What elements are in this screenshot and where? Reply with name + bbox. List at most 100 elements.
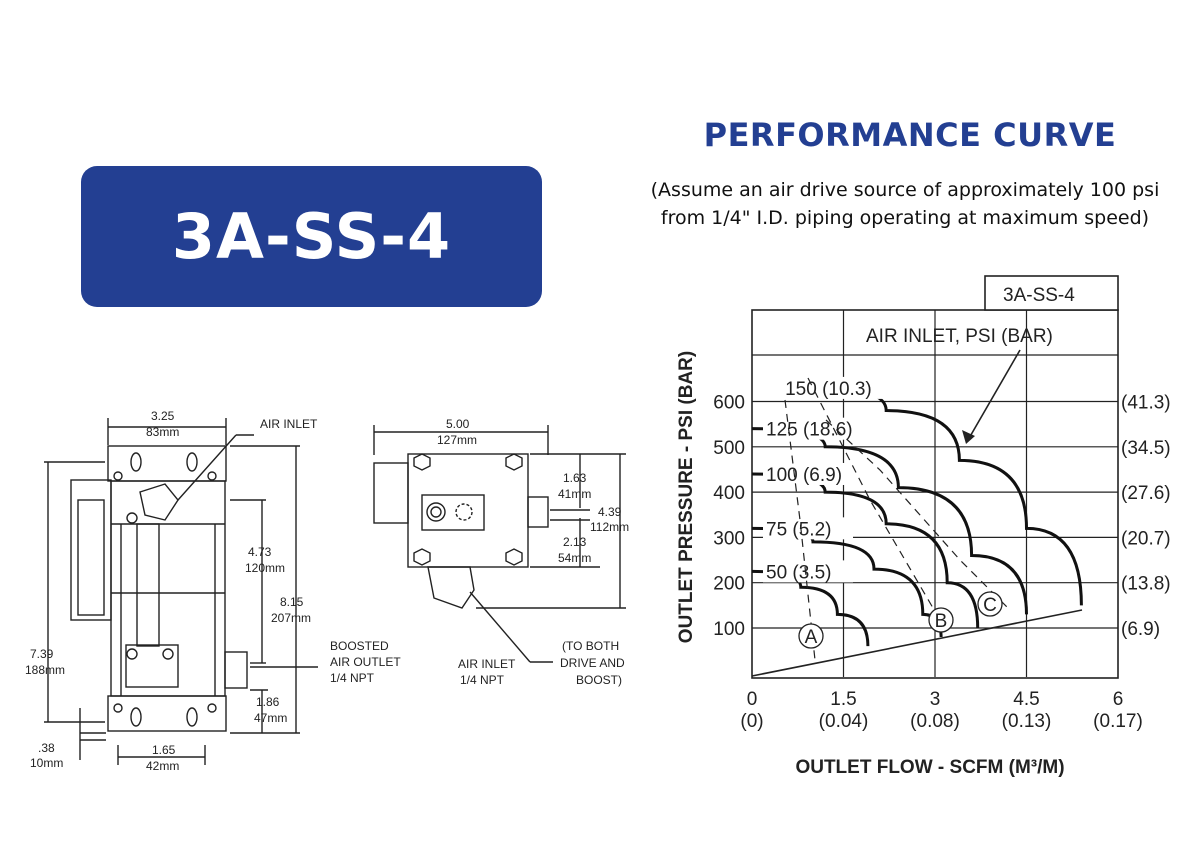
- curve-label-4: 50 (3.5): [766, 562, 831, 583]
- side-bolt-tl: [413, 453, 431, 471]
- y-tick-label: 400: [713, 483, 745, 504]
- curve-label-bg: [763, 462, 864, 485]
- x-tick-label: 1.5: [830, 689, 856, 710]
- annotation-arrow: [967, 349, 1021, 441]
- side-inlet-fitting: [427, 566, 475, 609]
- front-outlet-port: [224, 651, 248, 689]
- plot-frame: [751, 309, 1119, 679]
- subtitle-line-1: (Assume an air drive source of approxima…: [650, 179, 1160, 201]
- x-tick-label: 6: [1113, 689, 1124, 710]
- side-d3-mm: 54mm: [558, 551, 591, 565]
- y-tick-metric: (34.5): [1121, 438, 1171, 459]
- curve-0: [819, 386, 1083, 606]
- front-piston-rod: [136, 523, 160, 647]
- curve-label-1: 125 (18.6): [766, 420, 853, 441]
- performance-subtitle: (Assume an air drive source of approxima…: [610, 176, 1200, 232]
- annotation-arrowhead: [962, 430, 975, 444]
- curve-label-bg: [763, 417, 874, 440]
- marker-label: A: [805, 627, 818, 648]
- dashed-line-c: [825, 419, 1011, 611]
- front-h3-mm: 188mm: [25, 663, 65, 677]
- y-tick-metric: (27.6): [1121, 483, 1171, 504]
- marker-a: [798, 623, 824, 649]
- marker-b: [928, 607, 954, 633]
- marker-label: B: [935, 611, 948, 632]
- x-tick-metric: (0.17): [1093, 711, 1143, 732]
- front-outlet-line2: AIR OUTLET: [330, 655, 401, 669]
- side-bolt-br: [505, 548, 523, 566]
- side-d2-in: 4.39: [598, 505, 622, 519]
- side-bolt-tr: [505, 453, 523, 471]
- side-note-line3: BOOST): [576, 673, 622, 687]
- front-h1-in: 4.73: [248, 545, 272, 559]
- curve-label-2: 100 (6.9): [766, 465, 842, 486]
- side-valve-plate: [421, 494, 485, 531]
- y-tick-label: 100: [713, 619, 745, 640]
- x-axis-title: OUTLET FLOW - SCFM (M³/M): [795, 757, 1064, 778]
- model-badge-label: 3A-SS-4: [171, 200, 452, 273]
- x-tick-label: 4.5: [1013, 689, 1039, 710]
- front-air-inlet: AIR INLET: [260, 417, 318, 431]
- curve-label-3: 75 (5.2): [766, 519, 831, 540]
- side-inlet-line2: 1/4 NPT: [460, 673, 505, 687]
- y-tick-metric: (13.8): [1121, 574, 1171, 595]
- side-right-port: [527, 496, 549, 528]
- side-width-in: 5.00: [446, 417, 470, 431]
- front-left-window: [77, 499, 105, 616]
- side-d1-mm: 41mm: [558, 487, 591, 501]
- curve-label-bg: [763, 517, 853, 540]
- y-tick-label: 500: [713, 438, 745, 459]
- model-label-box: [984, 275, 1119, 311]
- front-h2-mm: 207mm: [271, 611, 311, 625]
- side-bolt-bl: [413, 548, 431, 566]
- air-inlet-annotation: AIR INLET, PSI (BAR): [866, 326, 1053, 347]
- dashed-line-b: [807, 377, 941, 621]
- x-tick-label: 3: [930, 689, 941, 710]
- dimension-drawing: 3.25 83mm AIR INLET 4.73 120mm 8.15 207m…: [25, 409, 629, 773]
- front-base-in: .38: [38, 741, 55, 755]
- chart-model-label: 3A-SS-4: [1003, 285, 1075, 306]
- side-d1-in: 1.63: [563, 471, 587, 485]
- front-inlet-fitting: [139, 483, 179, 521]
- efficiency-base-line: [751, 609, 1083, 677]
- side-left-port: [373, 462, 409, 524]
- front-h4-mm: 47mm: [254, 711, 287, 725]
- y-axis-title: OUTLET PRESSURE - PSI (BAR): [676, 351, 697, 643]
- side-width-mm: 127mm: [437, 433, 477, 447]
- curve-label-bg: [763, 560, 853, 583]
- marker-c: [977, 591, 1003, 617]
- side-d2-mm: 112mm: [590, 520, 629, 534]
- front-piston-block: [125, 644, 179, 688]
- front-bottom-block: [107, 695, 227, 732]
- y-tick-label: 300: [713, 528, 745, 549]
- front-h2-in: 8.15: [280, 595, 304, 609]
- front-foot-mm: 42mm: [146, 759, 179, 773]
- performance-title: PERFORMANCE CURVE: [703, 116, 1117, 154]
- x-tick-metric: (0): [740, 711, 763, 732]
- side-d3-in: 2.13: [563, 535, 587, 549]
- front-outlet-line1: BOOSTED: [330, 639, 389, 653]
- side-inlet-line1: AIR INLET: [458, 657, 516, 671]
- dashed-line-a: [784, 399, 816, 661]
- marker-label: C: [983, 595, 997, 616]
- front-width-mm: 83mm: [146, 425, 179, 439]
- y-tick-metric: (6.9): [1121, 619, 1160, 640]
- front-base-mm: 10mm: [30, 756, 63, 770]
- front-h3-in: 7.39: [30, 647, 54, 661]
- y-tick-label: 600: [713, 393, 745, 414]
- front-h1-mm: 120mm: [245, 561, 285, 575]
- front-h4-in: 1.86: [256, 695, 280, 709]
- y-tick-metric: (41.3): [1121, 393, 1171, 414]
- x-tick-label: 0: [747, 689, 758, 710]
- x-tick-metric: (0.08): [910, 711, 960, 732]
- front-foot-in: 1.65: [152, 743, 176, 757]
- model-badge: 3A-SS-4: [81, 166, 542, 307]
- x-tick-metric: (0.04): [819, 711, 869, 732]
- front-width-in: 3.25: [151, 409, 175, 423]
- subtitle-line-2: from 1/4" I.D. piping operating at maxim…: [660, 207, 1150, 229]
- x-tick-metric: (0.13): [1002, 711, 1052, 732]
- y-tick-label: 200: [713, 574, 745, 595]
- front-outlet-line3: 1/4 NPT: [330, 671, 375, 685]
- side-note-line2: DRIVE AND: [560, 656, 625, 670]
